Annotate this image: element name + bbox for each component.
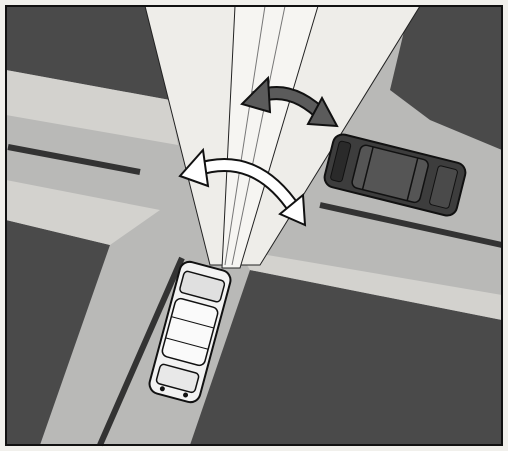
intersection-scene	[6, 6, 502, 445]
